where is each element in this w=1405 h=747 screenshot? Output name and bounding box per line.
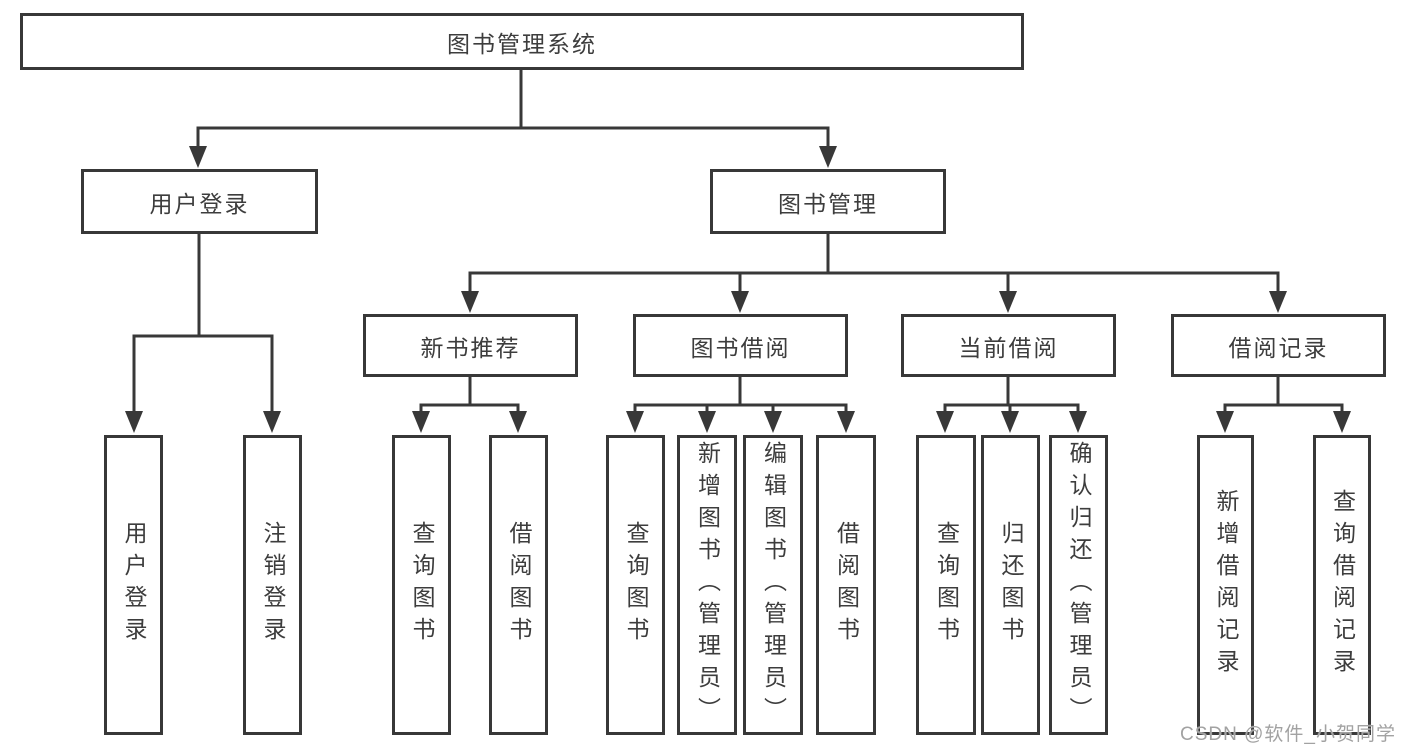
leaf-query-books-recommend: 查询图书 [392, 435, 451, 735]
leaf-query-books-borrow: 查询图书 [606, 435, 665, 735]
node-label: 图书借阅 [690, 334, 791, 361]
watermark: CSDN @软件_小贺同学 [1180, 724, 1396, 745]
node-borrow-records: 借阅记录 [1171, 314, 1386, 377]
leaf-query-borrow-record: 查询借阅记录 [1313, 435, 1371, 735]
leaf-return-book: 归还图书 [981, 435, 1040, 735]
node-label: 借阅图书 [506, 521, 532, 649]
node-label: 用户登录 [149, 190, 250, 217]
arrowheads [125, 146, 1351, 433]
node-label: 新增借阅记录 [1213, 489, 1239, 681]
leaf-confirm-return-admin: 确认归还（管理员） [1049, 435, 1108, 735]
node-book-borrow: 图书借阅 [633, 314, 848, 377]
node-label: 借阅记录 [1228, 334, 1329, 361]
node-label: 用户登录 [121, 521, 147, 649]
node-root-system: 图书管理系统 [20, 13, 1024, 70]
node-label: 注销登录 [260, 521, 286, 649]
leaf-borrow-books-recommend: 借阅图书 [489, 435, 548, 735]
leaf-borrow-books: 借阅图书 [816, 435, 876, 735]
leaf-edit-book-admin: 编辑图书（管理员） [743, 435, 803, 735]
leaf-user-login: 用户登录 [104, 435, 163, 735]
node-label: 新增图书（管理员） [694, 441, 721, 729]
node-label: 查询图书 [933, 521, 960, 649]
leaf-logout: 注销登录 [243, 435, 302, 735]
node-label: 查询图书 [623, 521, 649, 649]
node-label: 确认归还（管理员） [1066, 441, 1092, 729]
node-label: 当前借阅 [958, 334, 1059, 361]
node-user-login: 用户登录 [81, 169, 318, 234]
node-book-management: 图书管理 [710, 169, 946, 234]
node-current-borrow: 当前借阅 [901, 314, 1116, 377]
node-label: 图书管理 [778, 190, 878, 217]
node-new-book-recommend: 新书推荐 [363, 314, 578, 377]
node-label: 新书推荐 [420, 334, 521, 361]
node-label: 归还图书 [998, 521, 1024, 649]
node-label: 图书管理系统 [447, 30, 597, 57]
leaf-add-book-admin: 新增图书（管理员） [677, 435, 737, 735]
node-label: 借阅图书 [833, 521, 860, 649]
node-label: 编辑图书（管理员） [760, 441, 787, 729]
node-label: 查询图书 [409, 521, 435, 649]
leaf-query-books-current: 查询图书 [916, 435, 976, 735]
leaf-add-borrow-record: 新增借阅记录 [1197, 435, 1254, 735]
node-label: 查询借阅记录 [1329, 489, 1356, 681]
